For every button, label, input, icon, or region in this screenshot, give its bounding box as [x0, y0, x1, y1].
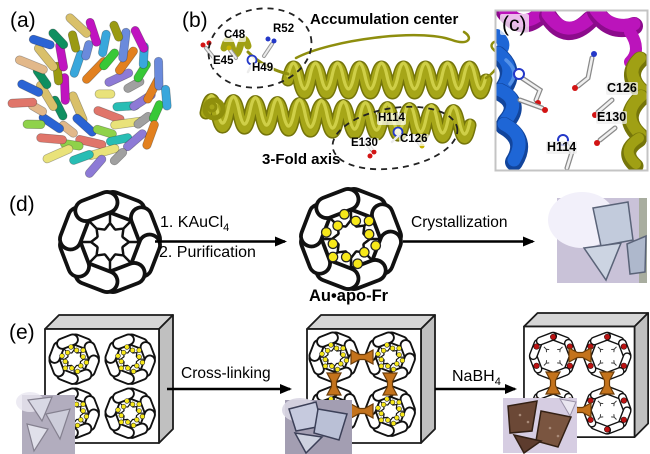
- panel-a-label: (a): [10, 9, 36, 32]
- residue-label-e130-panelc: E130: [596, 110, 628, 124]
- crystallization-label: Crystallization: [411, 214, 508, 231]
- reaction-step1-label: 1. KAuCl4: [160, 215, 229, 234]
- residue-label-h114: H114: [377, 112, 406, 125]
- panel-c-label: (c): [500, 13, 529, 36]
- crystal-photo-crosslinked: [282, 398, 352, 454]
- crystal-photo-box1: [16, 392, 75, 454]
- nabh4-subscript: 4: [494, 376, 501, 389]
- crystal-photo-initial: [548, 192, 647, 283]
- panel-b-residue-sticks: [200, 36, 425, 159]
- dashed-ellipse-accumulation-center: [207, 7, 313, 89]
- nabh4-label: NaBH4: [452, 369, 501, 388]
- residue-label-r52: R52: [272, 23, 296, 36]
- residue-label-e130: E130: [350, 137, 379, 150]
- residue-label-e45: E45: [212, 55, 235, 68]
- residue-label-c48: C48: [223, 29, 247, 42]
- crystal-photo-reduced: [503, 398, 577, 454]
- helix-dimer-graphic: [205, 30, 502, 138]
- apo-ferritin-cage-graphic: [55, 187, 165, 297]
- nabh4-text: NaBH: [452, 368, 495, 385]
- accumulation-center-label: Accumulation center: [310, 11, 459, 28]
- reaction-step1-subscript: 4: [223, 222, 230, 235]
- residue-label-h114-panelc: H114: [546, 140, 578, 154]
- reaction-step1-text: 1. KAuCl: [160, 214, 224, 231]
- au-apo-fr-label: Au•apo-Fr: [309, 287, 389, 305]
- residue-label-c126: C126: [399, 133, 429, 146]
- dashed-ellipse-3fold-axis: [331, 105, 459, 171]
- residue-label-c126-panelc: C126: [606, 81, 638, 95]
- panel-e-label: (e): [9, 321, 35, 344]
- residue-label-h49: H49: [251, 62, 275, 75]
- panel-b-label: (b): [182, 9, 208, 32]
- crosslinking-label: Cross-linking: [181, 365, 271, 382]
- reaction-step2-label: 2. Purification: [159, 244, 256, 261]
- protein-cage-graphic: [7, 13, 172, 178]
- gold-loaded-cage-graphic: [298, 186, 404, 292]
- three-fold-axis-label: 3-Fold axis: [262, 151, 341, 168]
- panel-d-label: (d): [9, 193, 35, 216]
